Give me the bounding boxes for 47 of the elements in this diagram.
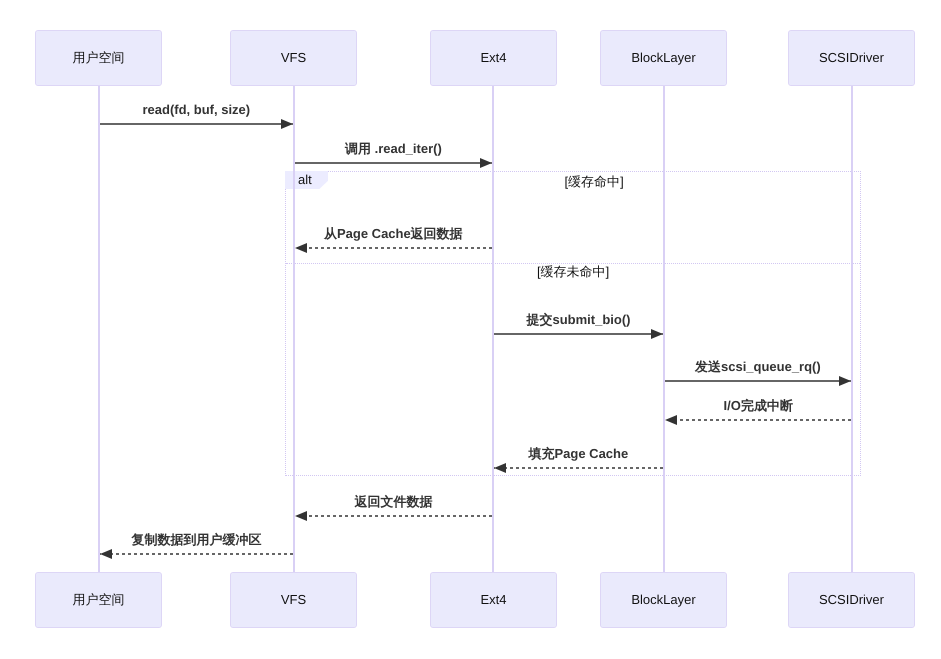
participant-box — [600, 572, 727, 628]
participant-box — [788, 30, 915, 86]
message-label: 发送scsi_queue_rq() — [695, 359, 821, 375]
dashed-arrow — [295, 243, 492, 253]
participant-name: Ext4 — [480, 592, 506, 608]
participant-name: VFS — [280, 592, 306, 608]
arrow — [494, 329, 663, 339]
message-label: 返回文件数据 — [354, 494, 432, 510]
lifeline — [851, 86, 853, 572]
lifeline — [492, 86, 494, 572]
participant-box — [600, 30, 727, 86]
dashed-arrow — [295, 511, 492, 521]
participant-box — [788, 572, 915, 628]
guard-condition: [缓存未命中] — [537, 264, 610, 280]
participant-name: VFS — [280, 50, 306, 66]
message-label: 调用 .read_iter() — [345, 141, 442, 157]
message-label: 提交submit_bio() — [526, 312, 630, 328]
message-label: 从Page Cache返回数据 — [324, 226, 463, 242]
participant-name: BlockLayer — [631, 592, 696, 608]
participant-name: BlockLayer — [631, 50, 696, 66]
participant-name: SCSIDriver — [818, 50, 884, 66]
arrow — [295, 158, 492, 168]
participant-box — [230, 30, 357, 86]
lifeline — [663, 86, 665, 572]
arrow — [665, 376, 851, 386]
participant-box — [230, 572, 357, 628]
participant-name: 用户空间 — [72, 50, 124, 66]
message-label: I/O完成中断 — [724, 398, 793, 414]
fragment-tab — [285, 171, 328, 189]
dashed-arrow — [665, 415, 851, 425]
participant-box — [430, 572, 557, 628]
participant-name: 用户空间 — [72, 592, 124, 608]
participant-name: SCSIDriver — [818, 592, 884, 608]
participant-box — [35, 572, 162, 628]
fragment-operator: alt — [298, 172, 312, 188]
lifeline — [98, 86, 100, 572]
arrow — [100, 119, 293, 129]
lifeline — [293, 86, 295, 572]
participant-name: Ext4 — [480, 50, 506, 66]
message-label: 复制数据到用户缓冲区 — [132, 532, 262, 548]
message-label: read(fd, buf, size) — [142, 102, 250, 118]
dashed-arrow — [100, 549, 293, 559]
participant-box — [430, 30, 557, 86]
message-label: 填充Page Cache — [528, 446, 628, 462]
guard-condition: [缓存命中] — [564, 174, 624, 190]
dashed-arrow — [494, 463, 663, 473]
participant-box — [35, 30, 162, 86]
